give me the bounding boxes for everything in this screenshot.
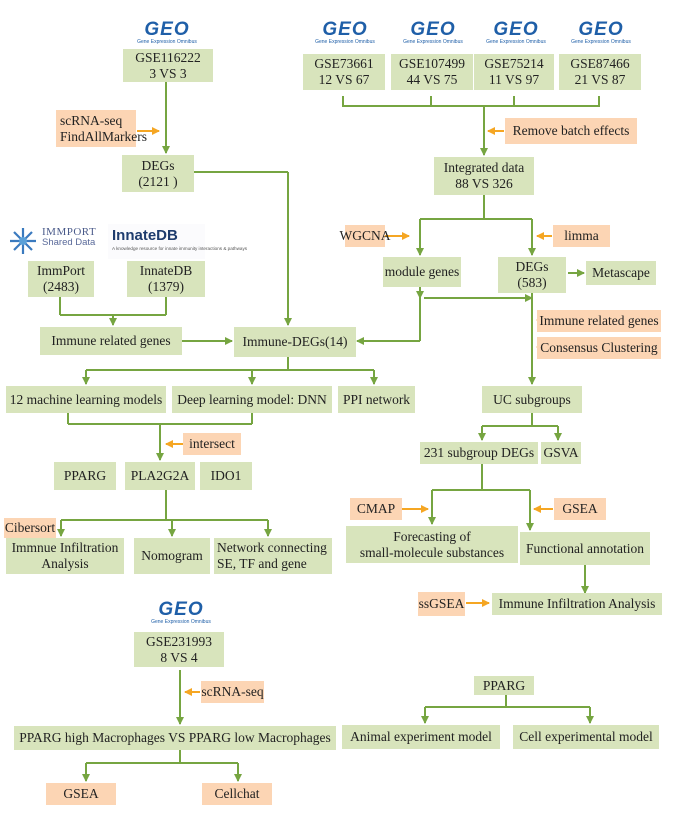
node-immport: ImmPort (2483) <box>28 261 94 297</box>
dataset-gse231993: GSE231993 8 VS 4 <box>134 632 224 667</box>
node-pparg: PPARG <box>54 462 116 490</box>
dataset-gse116222: GSE116222 3 VS 3 <box>123 49 213 82</box>
geo-logo-gse231993: GEO Gene Expression Omnibus <box>151 599 211 625</box>
innatedb-logo-name: InnateDB <box>112 227 178 244</box>
node-immune-infiltration-left: Immnue Infiltration Analysis <box>6 538 124 574</box>
innatedb-logo: InnateDB A knowledge resource for innate… <box>108 224 247 259</box>
node-subgroup-degs: 231 subgroup DEGs <box>420 442 538 464</box>
dataset-gse87466: GSE87466 21 VS 87 <box>559 54 641 90</box>
wgcna-label: WGCNA <box>340 225 391 247</box>
consensus-clustering-label: Consensus Clustering <box>537 337 661 359</box>
node-gsva: GSVA <box>541 442 581 464</box>
node-immune-degs: Immune-DEGs(14) <box>234 327 356 357</box>
node-module-genes: module genes <box>383 257 461 287</box>
node-pparg-bottom: PPARG <box>474 676 534 695</box>
node-ml-models: 12 machine learning models <box>6 386 166 413</box>
node-forecasting: Forecasting of small-molecule substances <box>346 526 518 563</box>
immune-related-genes-label-right: Immune related genes <box>537 310 661 332</box>
cibersort-label: Cibersort <box>4 518 56 538</box>
geo-logo-gse73661: GEO Gene Expression Omnibus <box>315 19 375 45</box>
node-ppi-network: PPI network <box>338 386 415 413</box>
remove-batch-effects-label: Remove batch effects <box>505 118 637 144</box>
node-pla2g2a: PLA2G2A <box>125 462 195 490</box>
innatedb-logo-subtitle: A knowledge resource for innate immunity… <box>112 246 248 251</box>
node-immune-infiltration-right: Immune Infiltration Analysis <box>492 593 662 615</box>
dataset-gse107499: GSE107499 44 VS 75 <box>391 54 473 90</box>
node-network: Network connecting SE, TF and gene <box>214 538 332 574</box>
dataset-gse73661: GSE73661 12 VS 67 <box>303 54 385 90</box>
immport-logo-name: IMMPORT <box>42 226 97 238</box>
geo-logo-subtitle: Gene Expression Omnibus <box>137 39 197 45</box>
node-nomogram: Nomogram <box>134 538 210 574</box>
node-degs-583: DEGs (583) <box>498 257 566 293</box>
node-cell-experiment: Cell experimental model <box>513 725 659 749</box>
geo-logo-word: GEO <box>144 19 190 40</box>
scrna-seq-label-bottom: scRNA-seq <box>201 681 264 703</box>
intersect-label: intersect <box>183 433 241 455</box>
ssgsea-label: ssGSEA <box>418 592 465 616</box>
immport-logo: IMMPORT Shared Data <box>8 224 100 260</box>
node-integrated-data: Integrated data 88 VS 326 <box>434 157 534 195</box>
node-animal-experiment: Animal experiment model <box>342 725 500 749</box>
scrna-findallmarkers-label: scRNA-seq FindAllMarkers <box>56 110 147 147</box>
node-immune-related-genes: Immune related genes <box>40 327 182 355</box>
immport-logo-subtitle: Shared Data <box>42 237 96 248</box>
node-functional-annotation: Functional annotation <box>520 532 650 565</box>
node-uc-subgroups: UC subgroups <box>482 386 582 413</box>
gsea-label-bottom: GSEA <box>46 783 116 805</box>
immport-star-icon <box>10 228 36 254</box>
node-pparg-macrophages: PPARG high Macrophages VS PPARG low Macr… <box>14 726 336 750</box>
geo-logo-gse75214: GEO Gene Expression Omnibus <box>486 19 546 45</box>
geo-logo-gse116222: GEO Gene Expression Omnibus <box>122 20 212 45</box>
node-degs-2121: DEGs (2121 ) <box>122 155 194 192</box>
geo-logo-gse87466: GEO Gene Expression Omnibus <box>571 19 631 45</box>
geo-logo-gse107499: GEO Gene Expression Omnibus <box>403 19 463 45</box>
gsea-label-right: GSEA <box>554 498 606 520</box>
node-dnn: Deep learning model: DNN <box>172 386 332 413</box>
node-ido1: IDO1 <box>200 462 252 490</box>
cmap-label: CMAP <box>350 498 402 520</box>
cellchat-label: Cellchat <box>202 783 272 805</box>
node-innatedb: InnateDB (1379) <box>127 261 205 297</box>
dataset-gse75214: GSE75214 11 VS 97 <box>474 54 554 90</box>
node-metascape: Metascape <box>586 261 656 285</box>
limma-label: limma <box>553 225 610 247</box>
